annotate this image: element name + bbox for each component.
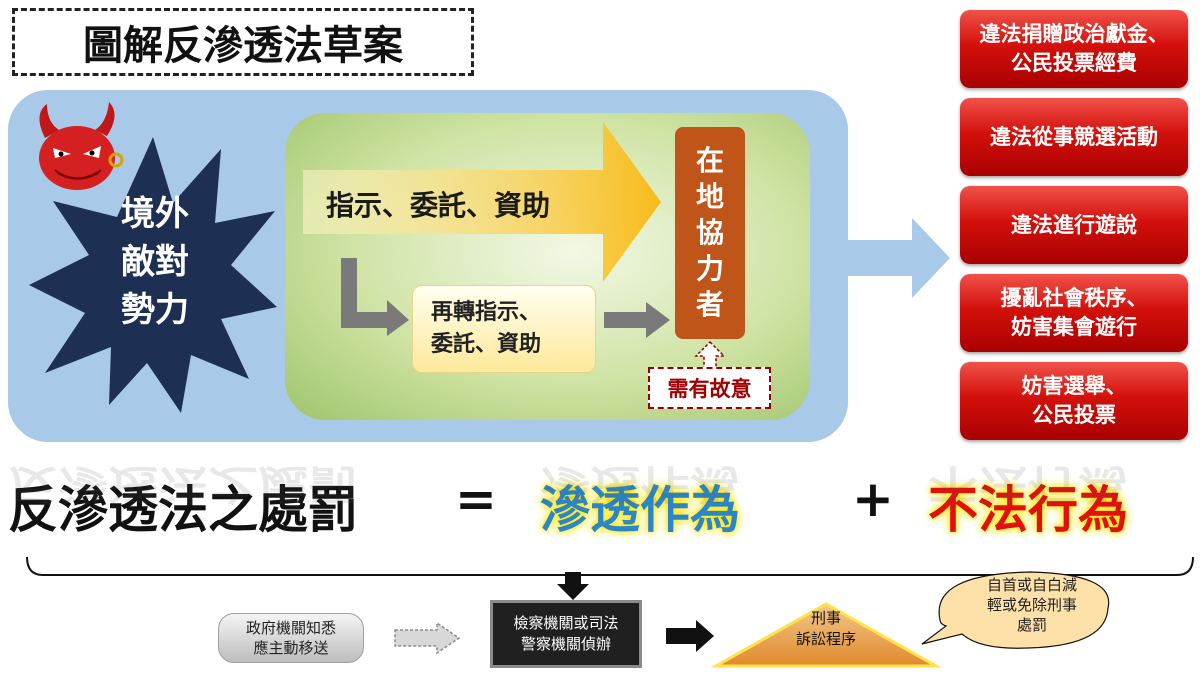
page-title: 圖解反滲透法草案 — [12, 8, 474, 76]
actor-char-5: 者 — [695, 288, 724, 321]
pros-line-2: 警察機關偵辦 — [520, 635, 611, 653]
actor-char-4: 力 — [695, 252, 724, 285]
offense-campaign-activity: 違法從事競選活動 — [960, 98, 1188, 176]
criminal-line-1: 刑事 — [810, 609, 841, 627]
foreign-line-1: 境外 — [121, 194, 189, 234]
bubble-line-3: 處罰 — [1016, 616, 1047, 634]
offense-political-donation: 違法捐贈政治獻金、 公民投票經費 — [960, 10, 1188, 88]
formula-term-illegal: 不法行為 — [928, 481, 1128, 539]
prosecutors-box: 檢察機關或司法 警察機關偵辦 — [490, 600, 642, 668]
formula-equals: = — [455, 470, 497, 528]
foreign-force-label: 境外 敵對 勢力 — [100, 190, 210, 334]
elbow-arrow — [341, 258, 409, 336]
relay-line-2: 委託、資助 — [431, 332, 542, 357]
arrow-right-icon — [666, 620, 714, 652]
offense-3-line-1: 違法進行遊說 — [1011, 212, 1137, 237]
bubble-text: 自首或自白減 輕或免除刑事 處罰 — [952, 575, 1112, 635]
formula-left-reflection: 反滲透法之處罰 — [8, 460, 358, 508]
formula-left: 反滲透法之處罰 — [8, 481, 358, 539]
relay-box: 再轉指示、 委託、資助 — [412, 285, 596, 373]
government-referral: 政府機關知悉 應主動移送 — [218, 613, 364, 663]
bubble-line-2: 輕或免除刑事 — [986, 596, 1077, 614]
offense-5-line-1: 妨害選舉、 — [1021, 374, 1127, 398]
arrow-up-icon — [694, 340, 726, 369]
gov-line-1: 政府機關知悉 — [245, 619, 336, 637]
local-collaborator: 在 地 協 力 者 — [675, 127, 745, 339]
offense-5-line-2: 公民投票 — [1032, 403, 1116, 427]
formula-term-infiltration-reflection: 滲透作為 — [540, 460, 740, 508]
criminal-line-2: 訴訟程序 — [795, 630, 856, 648]
offense-election: 妨害選舉、 公民投票 — [960, 362, 1188, 440]
formula-term-illegal-reflection: 不法行為 — [928, 460, 1128, 508]
offense-2-line-1: 違法從事競選活動 — [990, 124, 1158, 149]
arrow-right-icon — [604, 302, 670, 338]
formula-term-infiltration: 滲透作為 — [540, 481, 740, 539]
offense-4-line-2: 妨害集會遊行 — [1011, 315, 1137, 339]
formula-plus: + — [852, 470, 894, 528]
criminal-procedure-triangle — [710, 602, 942, 668]
pros-line-1: 檢察機關或司法 — [513, 614, 619, 632]
offense-1-line-2: 公民投票經費 — [1011, 51, 1137, 75]
intent-requirement: 需有故意 — [648, 367, 771, 409]
relay-line-1: 再轉指示、 — [431, 300, 542, 325]
criminal-procedure-label: 刑事 訴訟程序 — [770, 608, 882, 650]
offense-lobbying: 違法進行遊說 — [960, 186, 1188, 264]
offense-1-line-1: 違法捐贈政治獻金、 — [979, 22, 1169, 46]
direct-label: 指示、委託、資助 — [326, 189, 551, 222]
brace-line — [26, 556, 1194, 576]
speech-bubble — [921, 571, 1110, 649]
arrow-right-icon — [840, 218, 950, 298]
foreign-line-3: 勢力 — [121, 290, 189, 330]
bubble-line-1: 自首或自白減 — [986, 576, 1077, 594]
offense-4-line-1: 擾亂社會秩序、 — [1000, 286, 1148, 310]
actor-char-1: 在 — [695, 144, 724, 177]
actor-char-3: 協 — [695, 216, 724, 249]
gov-line-2: 應主動移送 — [253, 639, 329, 657]
offense-social-order: 擾亂社會秩序、 妨害集會遊行 — [960, 274, 1188, 352]
devil-icon — [39, 102, 124, 190]
actor-char-2: 地 — [695, 180, 724, 213]
starburst-shape — [29, 137, 277, 413]
arrow-right-icon — [394, 622, 461, 654]
arrow-down-icon — [557, 572, 589, 600]
direct-arrow — [303, 122, 661, 282]
foreign-line-2: 敵對 — [121, 242, 189, 282]
